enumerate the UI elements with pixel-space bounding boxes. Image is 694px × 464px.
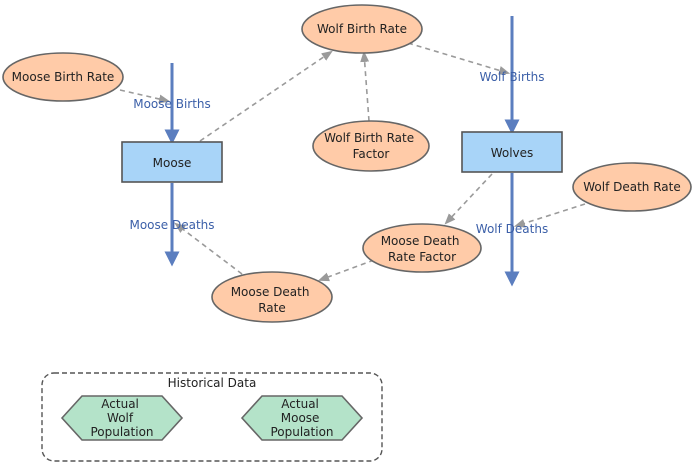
link-wolves-to-moose-death-rate-factor	[444, 173, 493, 225]
actual-wolf-population-label: Actual Wolf Population	[90, 397, 153, 439]
wolf-birth-rate-factor-variable[interactable]: Wolf Birth Rate Factor	[312, 120, 430, 172]
moose-death-rate-line-2: Rate	[258, 301, 286, 315]
moose-death-rate-factor-label: Moose Death Rate Factor	[381, 234, 464, 264]
wolf-birth-rate-factor-line-1: Wolf Birth Rate	[324, 131, 414, 145]
moose-stock-label: Moose	[153, 156, 192, 170]
moose-death-rate-label: Moose Death Rate	[231, 285, 314, 315]
actual-wolf-population-converter[interactable]: Actual Wolf Population	[60, 395, 184, 441]
link-moose-death-rate-to-moose-deaths	[174, 222, 243, 275]
wolves-stock-label: Wolves	[491, 146, 534, 160]
moose-death-rate-factor-line-1: Moose Death	[381, 234, 460, 248]
wolf-birth-rate-variable[interactable]: Wolf Birth Rate	[301, 4, 423, 54]
moose-death-rate-variable[interactable]: Moose Death Rate	[211, 271, 333, 323]
link-moose-death-rate-factor-to-moose-death-rate	[317, 259, 375, 282]
actual-wolf-population-line-3: Population	[90, 425, 153, 439]
link-wolf-birth-rate-factor-to-wolf-birth-rate	[360, 50, 370, 122]
wolf-birth-rate-factor-line-2: Factor	[353, 147, 390, 161]
historical-data-label: Historical Data	[168, 376, 257, 390]
actual-moose-population-line-2: Moose	[281, 411, 320, 425]
actual-moose-population-line-1: Actual	[281, 397, 319, 411]
link-wolf-death-rate-to-wolf-deaths	[513, 203, 586, 228]
moose-birth-rate-variable[interactable]: Moose Birth Rate	[2, 52, 124, 102]
link-moose-to-wolf-birth-rate	[199, 50, 333, 142]
moose-deaths-label: Moose Deaths	[129, 218, 214, 232]
wolf-death-rate-label: Wolf Death Rate	[583, 180, 681, 194]
actual-moose-population-label: Actual Moose Population	[270, 397, 333, 439]
wolves-stock[interactable]: Wolves	[461, 131, 563, 173]
historical-data-group: Historical Data	[41, 372, 383, 462]
wolf-birth-rate-label: Wolf Birth Rate	[317, 22, 407, 36]
moose-death-rate-factor-line-2: Rate Factor	[388, 250, 456, 264]
actual-wolf-population-line-2: Wolf	[107, 411, 134, 425]
actual-moose-population-line-3: Population	[270, 425, 333, 439]
wolf-death-rate-variable[interactable]: Wolf Death Rate	[572, 162, 692, 212]
actual-moose-population-converter[interactable]: Actual Moose Population	[240, 395, 364, 441]
moose-stock[interactable]: Moose	[121, 141, 223, 183]
wolf-deaths-label: Wolf Deaths	[476, 222, 548, 236]
wolf-births-label: Wolf Births	[480, 70, 545, 84]
link-wolf-birth-rate-to-wolf-births	[407, 42, 511, 75]
moose-birth-rate-label: Moose Birth Rate	[12, 70, 115, 84]
wolf-birth-rate-factor-label: Wolf Birth Rate Factor	[324, 131, 418, 161]
moose-death-rate-factor-variable[interactable]: Moose Death Rate Factor	[362, 223, 482, 273]
moose-births-label: Moose Births	[133, 97, 211, 111]
actual-wolf-population-line-1: Actual	[101, 397, 139, 411]
moose-death-rate-line-1: Moose Death	[231, 285, 310, 299]
